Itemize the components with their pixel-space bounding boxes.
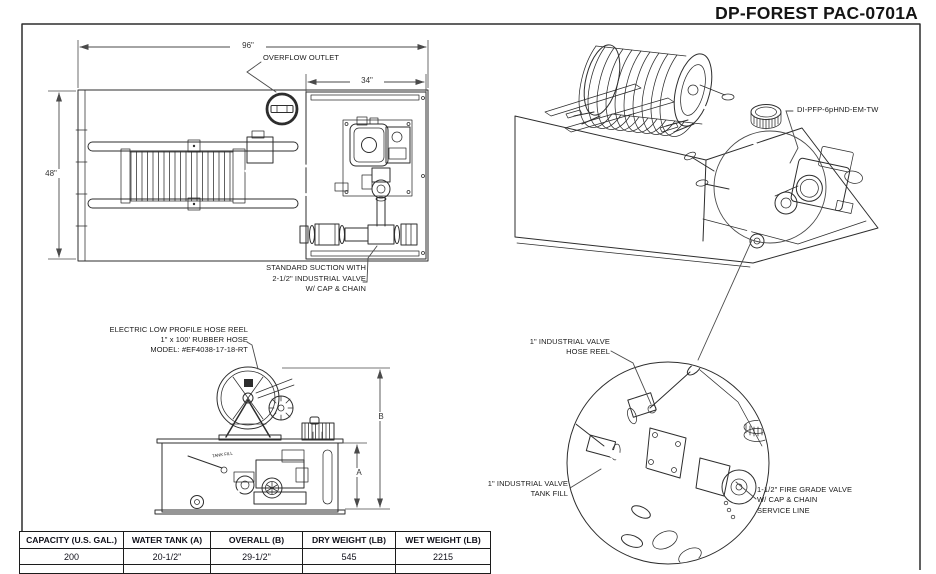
hose-reel-iso: [565, 44, 735, 137]
overall-b-dim: B: [372, 412, 390, 421]
spec-value-wet-weight: 2215: [395, 548, 491, 565]
hose-reel-label: ELECTRIC LOW PROFILE HOSE REEL 1" x 100'…: [109, 325, 248, 354]
spec-header-capacity: CAPACITY (U.S. GAL.): [19, 531, 124, 549]
spec-value-row: 200 20-1/2" 29-1/2" 545 2215: [19, 548, 491, 565]
plan-view: [75, 89, 429, 262]
standard-suction-label: STANDARD SUCTION WITH 2-1/2" INDUSTRIAL …: [266, 263, 366, 294]
hose-reel-valve-label: 1" INDUSTRIAL VALVE HOSE REEL: [529, 337, 610, 357]
water-tank-a-dim: A: [350, 468, 368, 477]
tank-fill-lid-iso: [750, 104, 782, 130]
drawing-title: DP-FOREST PAC-0701A: [715, 3, 918, 23]
spec-header-overall: OVERALL (B): [210, 531, 303, 549]
hose-reel-plan: [87, 130, 299, 211]
suction-manifold-plan: [299, 196, 418, 246]
spec-value-capacity: 200: [19, 548, 124, 565]
detail-indicator-circle: [713, 130, 827, 244]
detail-view: [566, 350, 770, 565]
spec-header-water-tank: WATER TANK (A): [123, 531, 211, 549]
fill-cap-side: [301, 416, 335, 441]
isometric-view: [514, 44, 879, 361]
tank-fill-valve-label: 1" INDUSTRIAL VALVE TANK FILL: [487, 479, 568, 499]
spec-header-row: CAPACITY (U.S. GAL.) WATER TANK (A) OVER…: [19, 531, 491, 549]
spec-stub-row: [19, 564, 491, 574]
service-line-valve-label: 1-1/2" FIRE GRADE VALVE W/ CAP & CHAIN S…: [757, 485, 853, 515]
hose-reel-side: [216, 366, 295, 441]
sheet-border: [21, 23, 921, 570]
side-dimensions: [246, 341, 390, 510]
plan-height-dim: 48": [36, 169, 66, 178]
spec-value-overall: 29-1/2": [210, 548, 303, 565]
engine-pump-plan: [342, 116, 413, 199]
spec-header-wet-weight: WET WEIGHT (LB): [395, 531, 491, 549]
overflow-outlet-symbol: [265, 92, 299, 126]
hose-reel-valve: [627, 363, 702, 425]
spec-table: CAPACITY (U.S. GAL.) WATER TANK (A) OVER…: [19, 531, 491, 574]
engine-pump-side: [187, 431, 323, 509]
service-line-valve: [695, 457, 757, 520]
engine-pump-iso: [790, 146, 863, 214]
side-view: [154, 366, 346, 515]
overflow-outlet-label: OVERFLOW OUTLET: [263, 53, 340, 62]
plan-subwidth-dim: 34": [350, 76, 384, 85]
spec-value-water-tank: 20-1/2": [123, 548, 211, 565]
model-number-label: DI-PFP-6pHND-EM-TW: [797, 105, 879, 114]
plan-width-dim: 96": [230, 41, 266, 50]
spec-header-dry-weight: DRY WEIGHT (LB): [302, 531, 396, 549]
spec-value-dry-weight: 545: [302, 548, 396, 565]
